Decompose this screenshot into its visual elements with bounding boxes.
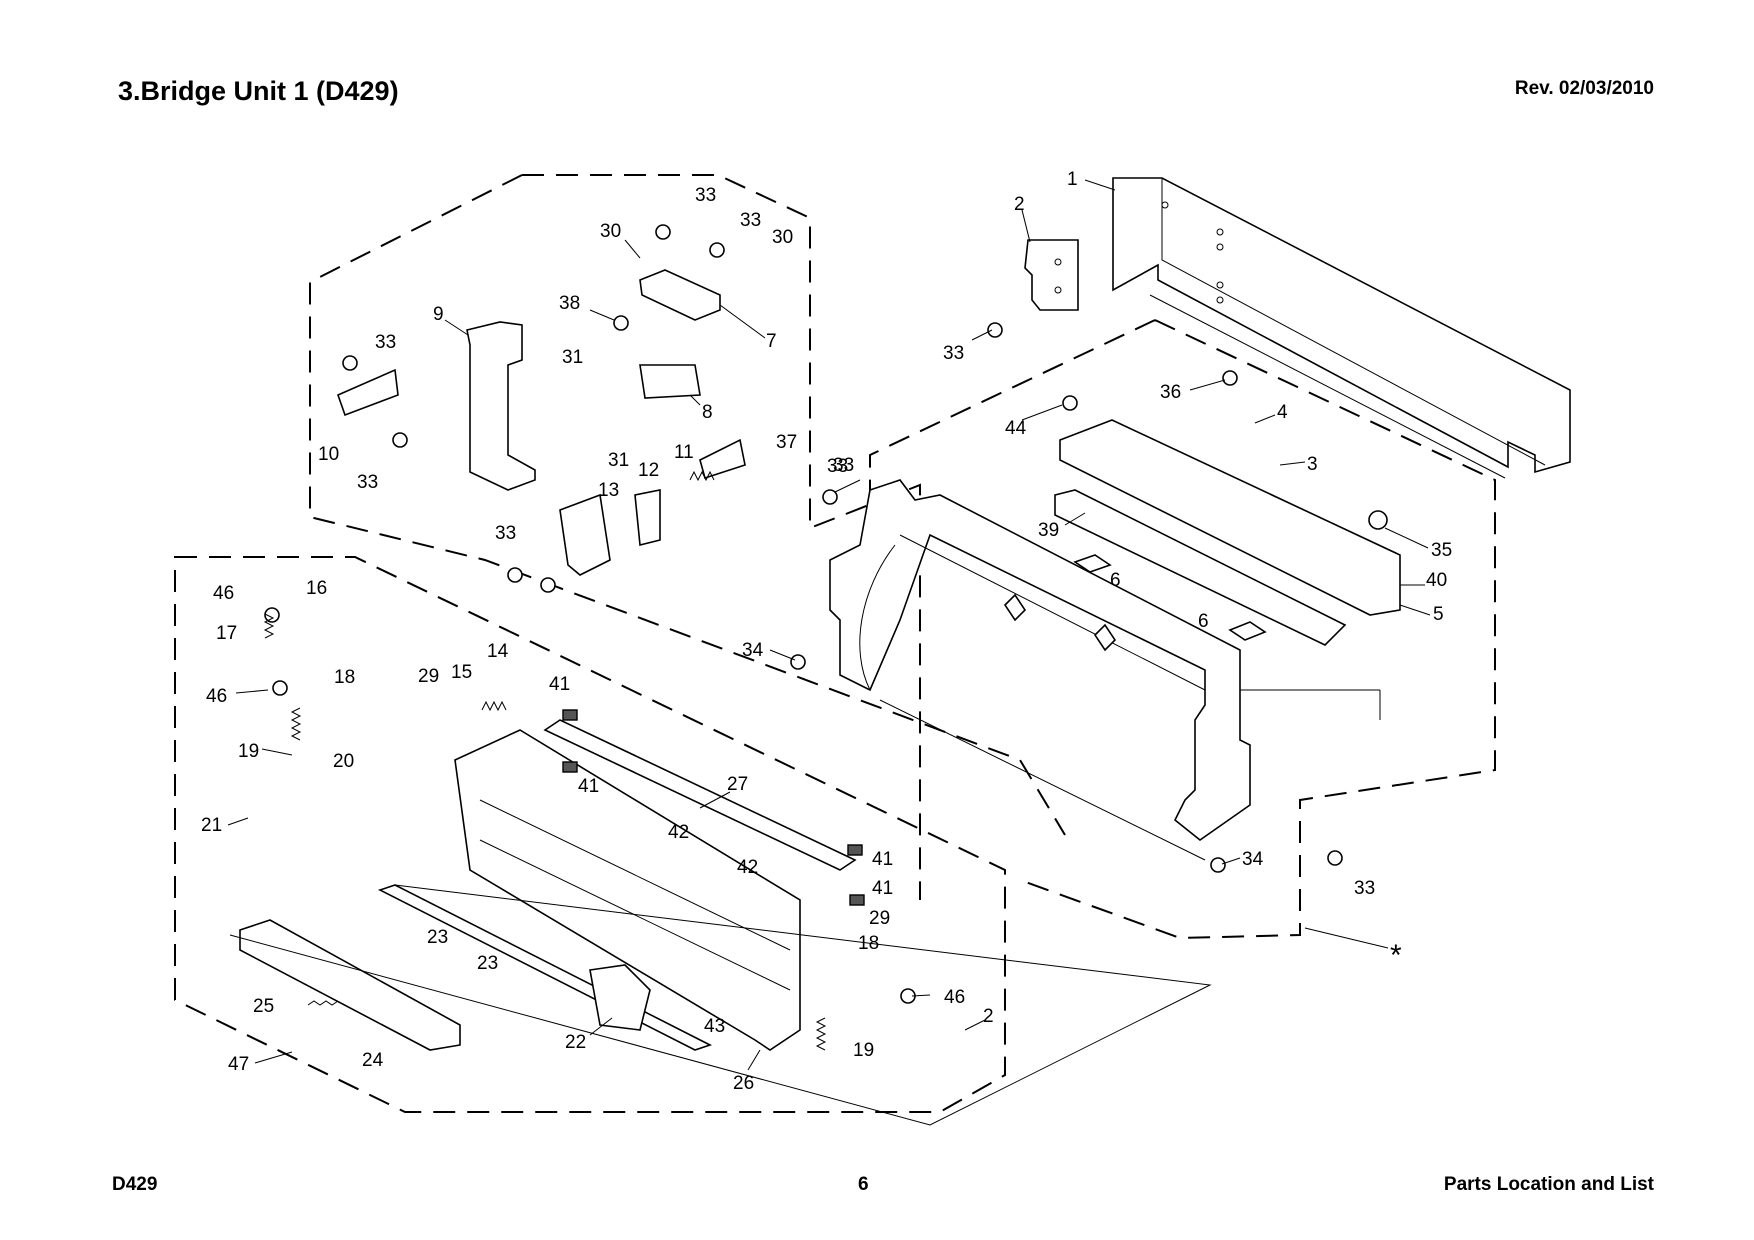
callout: 41 [872, 878, 893, 899]
callout: 9 [433, 304, 444, 325]
callout: 29 [869, 908, 890, 929]
callout: 33 [943, 343, 964, 364]
callout: 6 [1110, 570, 1121, 591]
callout: 10 [318, 444, 339, 465]
callout: 12 [638, 460, 659, 481]
callout: * [1390, 939, 1402, 972]
callout: 23 [427, 927, 448, 948]
callout: 19 [238, 741, 259, 762]
main-frame-assembly [829, 479, 1381, 861]
callout: 27 [727, 774, 748, 795]
callout: 18 [858, 933, 879, 954]
callout: 1 [1067, 169, 1078, 190]
callout: 46 [206, 686, 227, 707]
spring-parts [263, 470, 827, 1051]
callout: 16 [306, 578, 327, 599]
callout: 14 [487, 641, 509, 662]
callout: 31 [608, 450, 629, 471]
callout: 30 [772, 227, 793, 248]
callout: 38 [559, 293, 580, 314]
callout: 13 [598, 480, 619, 501]
pad-parts [562, 709, 865, 906]
callout: 33 [357, 472, 378, 493]
callout: 25 [253, 996, 274, 1017]
callout: 43 [704, 1016, 725, 1037]
callout: 21 [201, 815, 222, 836]
top-bracket [1024, 239, 1079, 311]
callout: 5 [1433, 604, 1444, 625]
callout: 23 [477, 953, 498, 974]
callout: 30 [600, 221, 621, 242]
callout: 2 [983, 1006, 994, 1027]
callout: 47 [228, 1054, 249, 1075]
callout: 33 [827, 456, 848, 477]
callout: 41 [578, 776, 599, 797]
callout: 41 [872, 849, 893, 870]
callout: 33 [740, 210, 761, 231]
callout: 33 [695, 185, 716, 206]
guide-plate-assembly [1054, 419, 1401, 646]
callout: 29 [418, 666, 439, 687]
callout: 37 [776, 432, 797, 453]
callout: 8 [702, 402, 713, 423]
screw-parts [264, 224, 1388, 1004]
callout: 35 [1431, 540, 1452, 561]
callout: 46 [213, 583, 234, 604]
callout: 40 [1426, 570, 1447, 591]
callout: 18 [334, 667, 355, 688]
callout: 7 [766, 331, 777, 352]
page-title: 3.Bridge Unit 1 (D429) [118, 76, 399, 106]
callout: 15 [451, 662, 472, 683]
callout: 19 [853, 1040, 874, 1061]
callout: 42 [737, 857, 758, 878]
callout: 6 [1198, 611, 1209, 632]
callout: 22 [565, 1032, 586, 1053]
callout: 46 [944, 987, 965, 1008]
callout: 24 [362, 1050, 384, 1071]
callout: 3 [1307, 454, 1318, 475]
callout: 17 [216, 623, 237, 644]
callout: 31 [562, 347, 583, 368]
callout: 33 [375, 332, 396, 353]
callout: 2 [1014, 194, 1025, 215]
callout: 36 [1160, 382, 1181, 403]
footer-model: D429 [112, 1174, 158, 1195]
callout: 44 [1005, 418, 1027, 439]
lower-left-group-boundary [174, 556, 1006, 1113]
footer-section: Parts Location and List [1443, 1174, 1654, 1195]
callout: 34 [1242, 849, 1264, 870]
callout: 39 [1038, 520, 1059, 541]
callout: 34 [742, 640, 764, 661]
frame-plate [1112, 177, 1571, 479]
callout: 33 [495, 523, 516, 544]
solenoid-bracket [337, 269, 746, 576]
callout: 4 [1277, 402, 1288, 423]
callout: 42 [668, 822, 689, 843]
callout: 33 [1354, 878, 1375, 899]
callout: 33 [833, 455, 854, 476]
callout-labels: 1 2 33 30 33 33 30 38 7 9 33 31 8 33 36 … [201, 169, 1452, 1094]
callout: 20 [333, 751, 354, 772]
callout: 11 [674, 442, 694, 463]
callout: 26 [733, 1073, 754, 1094]
revision-date: Rev. 02/03/2010 [1514, 78, 1654, 99]
page-number: 6 [858, 1174, 869, 1195]
gate-assembly [229, 719, 1212, 1126]
callout: 41 [549, 674, 570, 695]
